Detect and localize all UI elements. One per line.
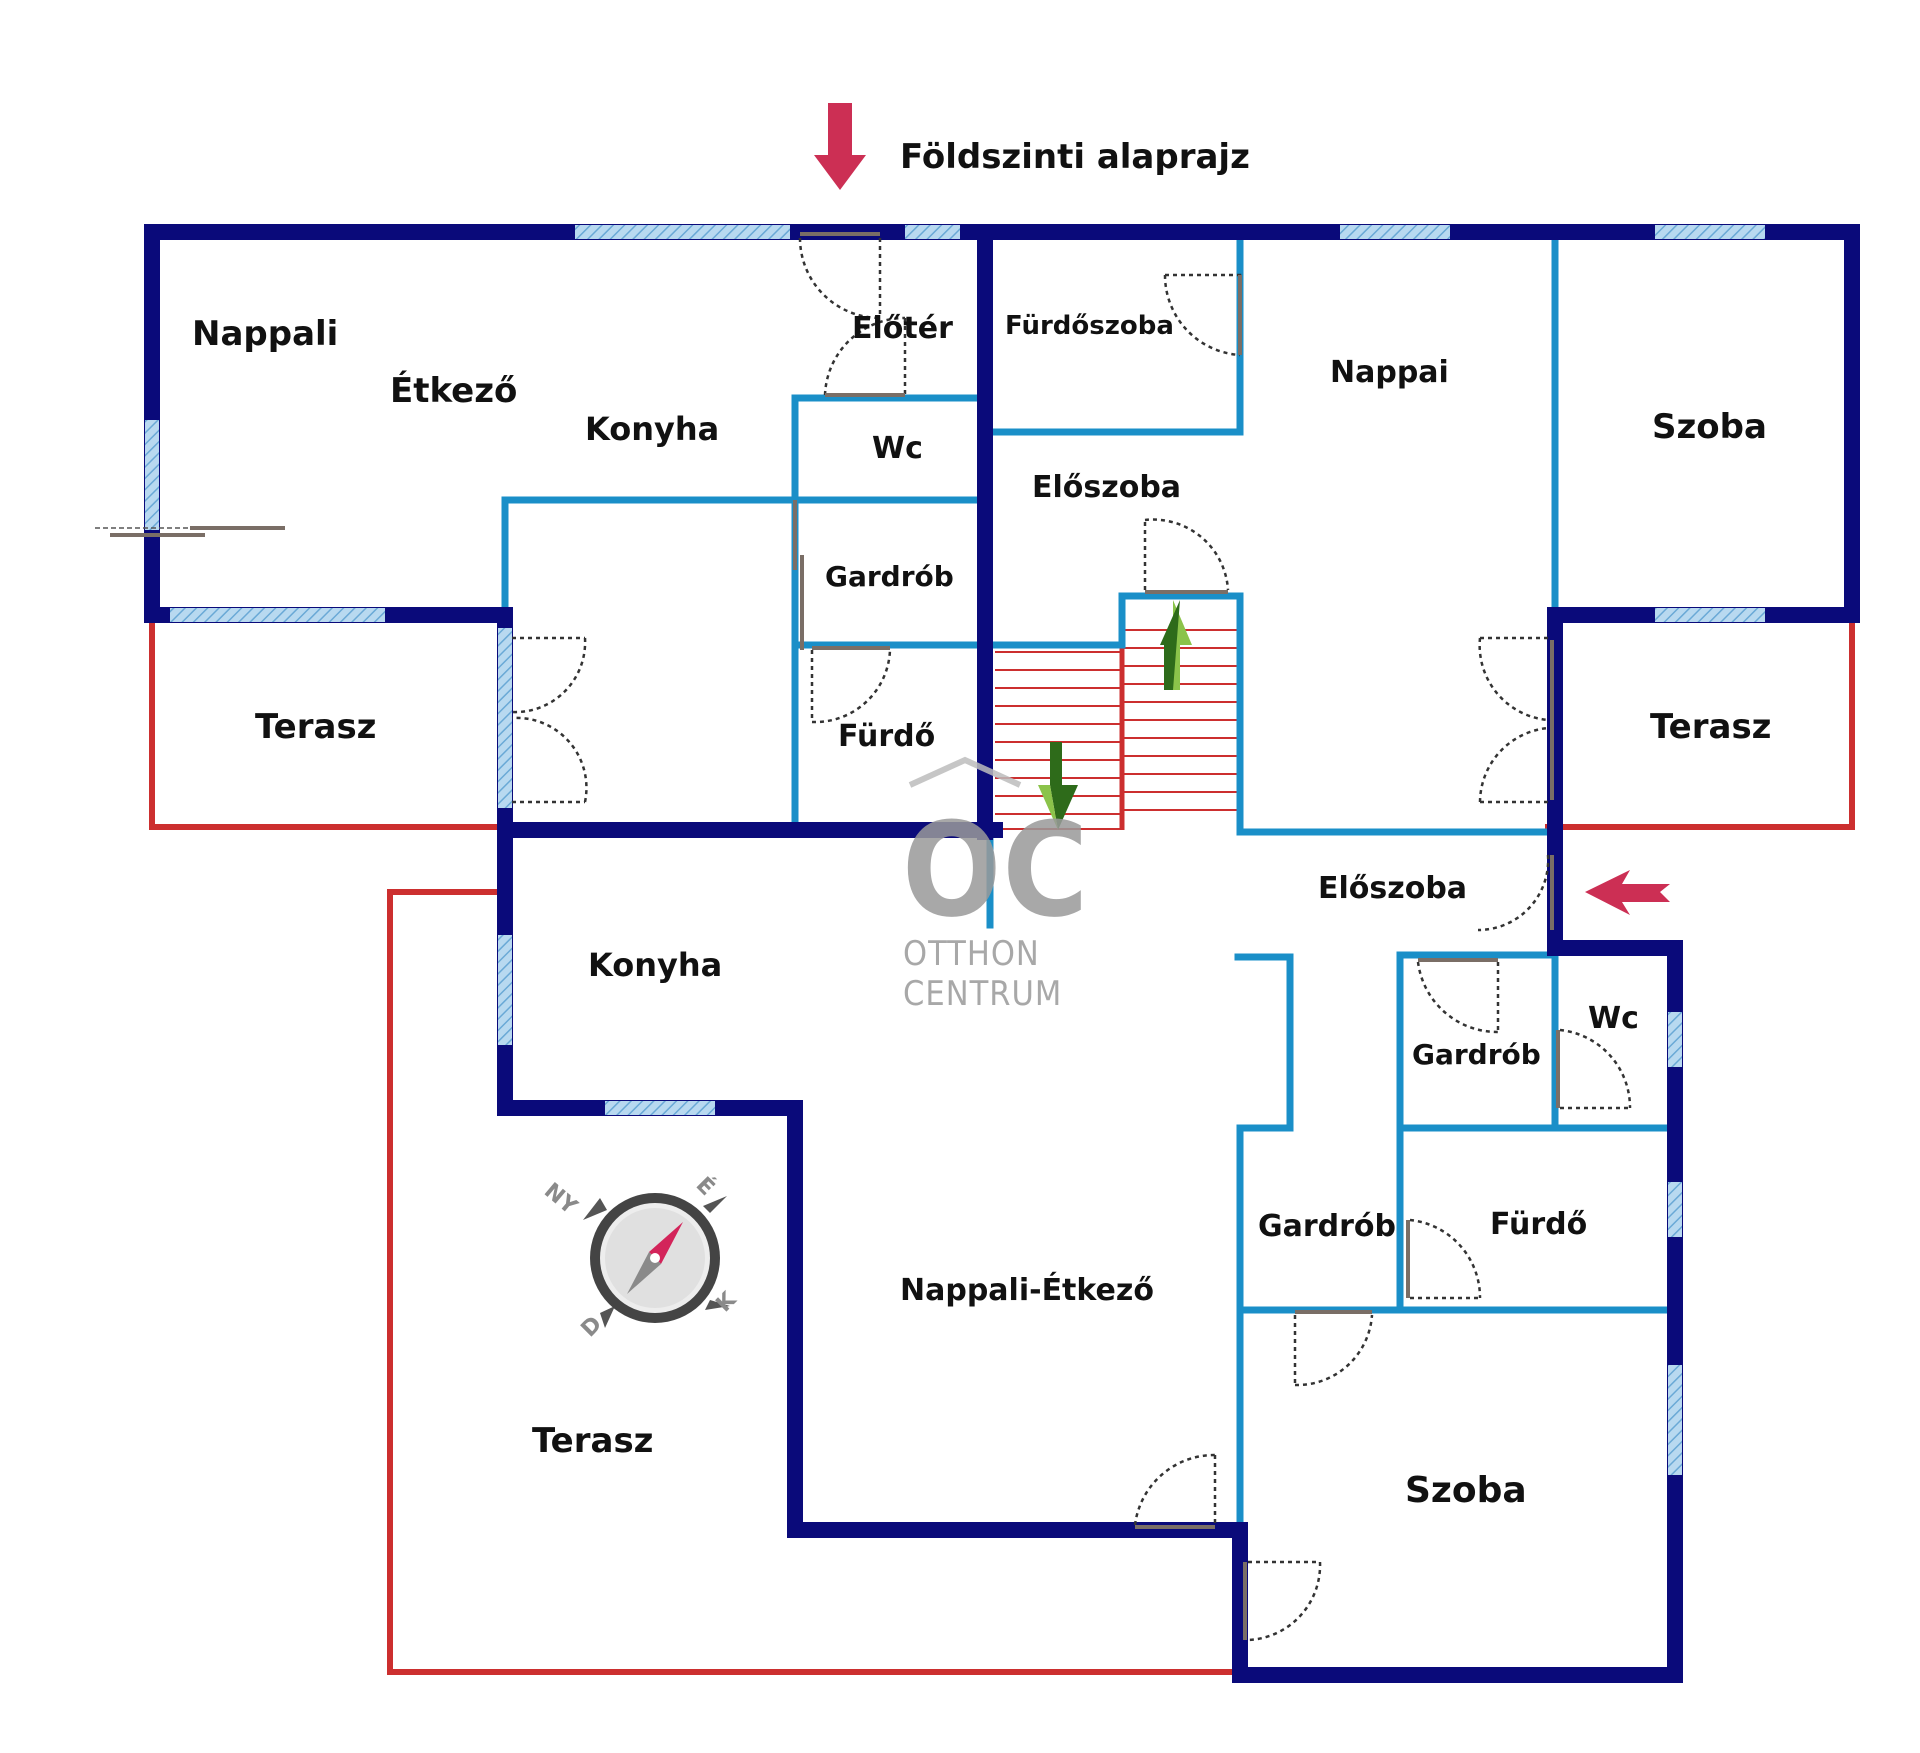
room-label-eloszoba-mid: Előszoba bbox=[1318, 871, 1467, 906]
room-label-furdoszoba: Fürdőszoba bbox=[1005, 311, 1174, 341]
room-label-nappai: Nappai bbox=[1330, 355, 1449, 390]
door-leaves bbox=[110, 232, 1560, 1640]
room-label-konyha-bottom: Konyha bbox=[588, 946, 722, 984]
room-label-terasz-bottom: Terasz bbox=[532, 1421, 653, 1461]
room-label-wc-top: Wc bbox=[872, 431, 923, 466]
room-label-nappali: Nappali bbox=[192, 314, 338, 354]
room-label-szoba-right: Szoba bbox=[1652, 407, 1767, 447]
room-label-szoba-bottom: Szoba bbox=[1405, 1470, 1527, 1511]
room-label-gardrob-top: Gardrób bbox=[825, 560, 954, 593]
compass-north-east: É bbox=[691, 1172, 720, 1201]
logo-mark: OC bbox=[902, 794, 1089, 946]
windows bbox=[145, 225, 1765, 1475]
title-arrow-icon bbox=[814, 103, 866, 190]
room-label-etkezo: Étkező bbox=[390, 370, 517, 411]
room-label-eloter: Előtér bbox=[852, 311, 953, 346]
inner-walls bbox=[501, 236, 1679, 1534]
compass-south-east: K bbox=[712, 1287, 742, 1317]
room-label-nappali-etkezo: Nappali-Étkező bbox=[900, 1272, 1154, 1308]
room-label-gardrob-mid: Gardrób bbox=[1412, 1038, 1541, 1071]
compass-icon: É NY K D bbox=[539, 1172, 742, 1342]
page-title: Földszinti alaprajz bbox=[900, 137, 1250, 177]
room-label-terasz-right: Terasz bbox=[1650, 707, 1771, 747]
logo-line-1: OTTHON bbox=[903, 934, 1040, 974]
room-label-konyha-top: Konyha bbox=[585, 410, 719, 448]
terrace-outlines bbox=[149, 615, 1855, 1675]
otthon-centrum-logo: OC OTTHON CENTRUM bbox=[902, 756, 1089, 1014]
room-label-furdo-top: Fürdő bbox=[838, 719, 935, 754]
stair-down-arrow-icon bbox=[1038, 742, 1078, 830]
doors bbox=[511, 237, 1632, 1642]
compass-north-west: NY bbox=[539, 1178, 582, 1220]
logo-line-2: CENTRUM bbox=[903, 974, 1062, 1014]
room-label-wc-bottom: Wc bbox=[1588, 1001, 1639, 1036]
entry-arrow-icon bbox=[1585, 870, 1670, 915]
room-label-eloszoba-top: Előszoba bbox=[1032, 470, 1181, 505]
room-labels: Nappali Étkező Konyha Előtér Wc Gardrób … bbox=[192, 311, 1771, 1511]
stair-up-arrow-icon bbox=[1160, 600, 1192, 690]
room-label-furdo-bottom: Fürdő bbox=[1490, 1207, 1587, 1242]
room-label-terasz-left: Terasz bbox=[255, 707, 376, 747]
room-label-gardrob-bottom: Gardrób bbox=[1258, 1209, 1396, 1244]
